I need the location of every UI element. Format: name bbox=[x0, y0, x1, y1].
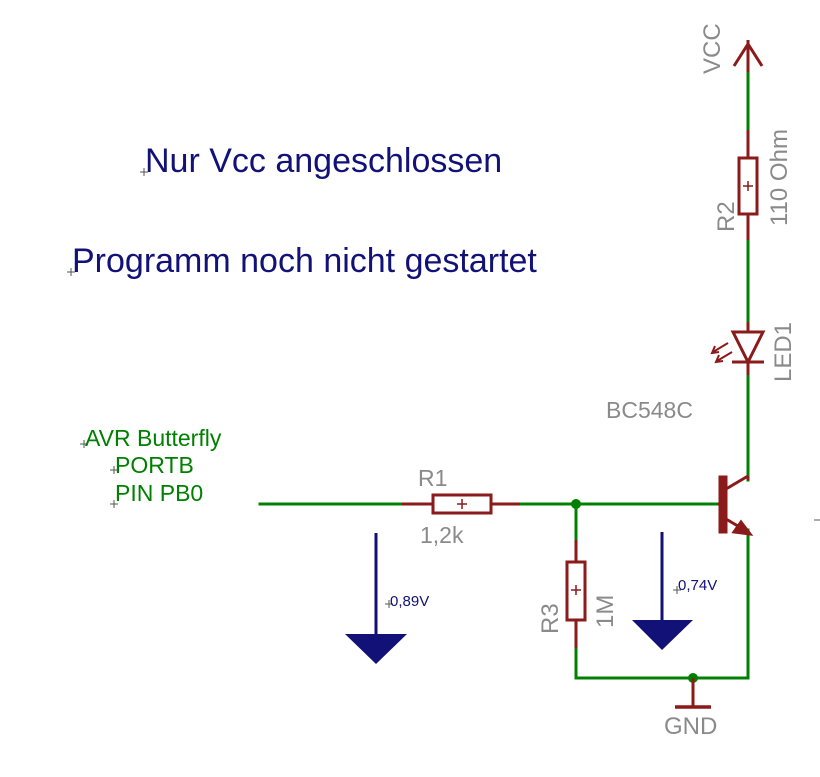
source-label-line-3: PIN PB0 bbox=[115, 480, 203, 506]
probe-r1-input bbox=[345, 533, 407, 664]
junction-dot-base bbox=[571, 499, 581, 509]
source-label-line-2: PORTB bbox=[115, 452, 194, 478]
r1-value-label: 1,2k bbox=[420, 522, 464, 548]
vcc-label: VCC bbox=[699, 23, 726, 74]
wires bbox=[258, 44, 750, 680]
r2-name-label: R2 bbox=[713, 201, 740, 232]
transistor-symbol bbox=[718, 474, 754, 536]
r2-resistor-symbol bbox=[737, 130, 759, 240]
r3-resistor-symbol bbox=[565, 540, 587, 648]
r1-name-label: R1 bbox=[418, 465, 447, 491]
transistor-name-label: BC548C bbox=[606, 397, 693, 423]
annotation-line-2: Programm noch nicht gestartet bbox=[72, 242, 537, 280]
r2-value-label: 110 Ohm bbox=[766, 129, 793, 226]
led-symbol bbox=[710, 322, 766, 375]
gnd-symbol bbox=[675, 678, 711, 709]
origin-markers bbox=[67, 168, 820, 608]
r3-value-label: 1M bbox=[592, 595, 619, 628]
voltage-readout-r1-input: 0,89V bbox=[390, 593, 429, 610]
r3-name-label: R3 bbox=[537, 603, 564, 634]
components bbox=[402, 40, 766, 709]
gnd-label: GND bbox=[664, 713, 717, 740]
r1-resistor-symbol bbox=[402, 493, 520, 515]
source-label-line-1: AVR Butterfly bbox=[85, 425, 222, 451]
annotation-line-1: Nur Vcc angeschlossen bbox=[145, 142, 502, 180]
probe-base bbox=[632, 532, 693, 650]
voltage-readout-base: 0,74V bbox=[678, 577, 717, 594]
led-name-label: LED1 bbox=[770, 322, 797, 382]
vcc-arrow-icon bbox=[732, 40, 764, 72]
